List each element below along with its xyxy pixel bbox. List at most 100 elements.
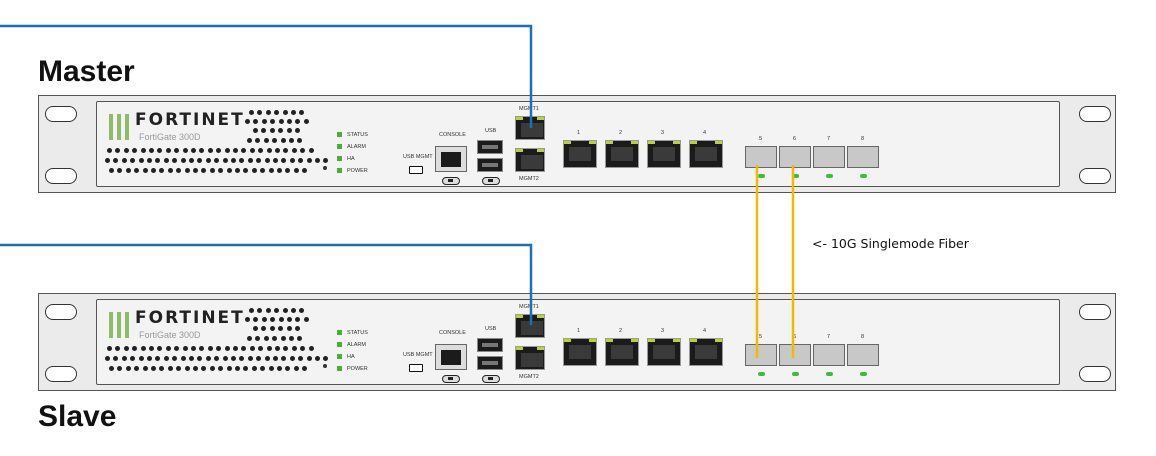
sfp-link-led-icon bbox=[758, 174, 765, 178]
master-firewall: FORTINET FortiGate 300D STATUS ALARM HA … bbox=[38, 95, 1116, 193]
sfp-port[interactable] bbox=[779, 344, 811, 366]
usb-switch bbox=[482, 177, 500, 185]
usb-port[interactable] bbox=[477, 356, 503, 370]
sfp-port[interactable] bbox=[813, 344, 845, 366]
led-ha: HA bbox=[337, 156, 355, 162]
mgmt1-label: MGMT1 bbox=[519, 304, 539, 310]
port-label: 5 bbox=[759, 136, 763, 142]
port-label: 4 bbox=[703, 328, 707, 334]
sfp-port[interactable] bbox=[813, 146, 845, 168]
sfp-link-led-icon bbox=[792, 372, 799, 376]
console-label: CONSOLE bbox=[439, 132, 466, 138]
led-status: STATUS bbox=[337, 132, 368, 138]
port-label: 2 bbox=[619, 130, 623, 136]
usb-label: USB bbox=[485, 326, 497, 332]
rack-hole bbox=[1079, 366, 1111, 382]
mgmt2-port[interactable] bbox=[515, 148, 545, 172]
slave-firewall: FORTINET FortiGate 300D STATUS ALARM HA … bbox=[38, 293, 1116, 391]
sfp-port[interactable] bbox=[745, 344, 777, 366]
led-ha: HA bbox=[337, 354, 355, 360]
master-label: Master bbox=[38, 55, 135, 88]
status-led-icon bbox=[337, 132, 342, 138]
port-label: 7 bbox=[827, 334, 831, 340]
rj45-port[interactable] bbox=[647, 338, 681, 366]
usb-label: USB bbox=[485, 128, 497, 134]
mgmt2-label: MGMT2 bbox=[519, 176, 539, 182]
mgmt1-label: MGMT1 bbox=[519, 106, 539, 112]
master-chassis: FORTINET FortiGate 300D STATUS ALARM HA … bbox=[96, 101, 1060, 187]
usb-port[interactable] bbox=[477, 140, 503, 154]
fortinet-logo-icon bbox=[109, 114, 133, 145]
sfp-link-led-icon bbox=[826, 372, 833, 376]
fortinet-logo-icon bbox=[109, 312, 133, 343]
mgmt2-label: MGMT2 bbox=[519, 374, 539, 380]
rack-hole bbox=[1079, 168, 1111, 184]
ha-led-icon bbox=[337, 156, 342, 162]
rj45-port[interactable] bbox=[689, 140, 723, 168]
port-label: 2 bbox=[619, 328, 623, 334]
power-led-icon bbox=[337, 366, 342, 372]
slave-mgmt-cable bbox=[0, 243, 533, 325]
reset-pinhole-icon bbox=[323, 166, 327, 170]
led-power: POWER bbox=[337, 366, 368, 372]
sfp-link-led-icon bbox=[860, 174, 867, 178]
led-status: STATUS bbox=[337, 330, 368, 336]
led-alarm: ALARM bbox=[337, 144, 366, 150]
sfp-port[interactable] bbox=[847, 344, 879, 366]
rack-hole bbox=[45, 304, 77, 320]
sfp-link-led-icon bbox=[758, 372, 765, 376]
master-mgmt-cable bbox=[0, 24, 533, 128]
usb-port[interactable] bbox=[477, 338, 503, 352]
led-alarm: ALARM bbox=[337, 342, 366, 348]
brand-logo: FORTINET bbox=[135, 110, 245, 130]
usb-port[interactable] bbox=[477, 158, 503, 172]
brand-logo: FORTINET bbox=[135, 308, 245, 328]
sfp-port[interactable] bbox=[847, 146, 879, 168]
rj45-port[interactable] bbox=[605, 140, 639, 168]
rj45-port[interactable] bbox=[689, 338, 723, 366]
sfp-link-led-icon bbox=[860, 372, 867, 376]
rj45-port[interactable] bbox=[563, 338, 597, 366]
mgmt2-port[interactable] bbox=[515, 346, 545, 370]
sfp-port[interactable] bbox=[745, 146, 777, 168]
port-label: 6 bbox=[793, 136, 797, 142]
usb-mgmt-label: USB MGMT bbox=[403, 154, 433, 160]
led-power: POWER bbox=[337, 168, 368, 174]
port-label: 6 bbox=[793, 334, 797, 340]
rj45-port[interactable] bbox=[647, 140, 681, 168]
rack-hole bbox=[45, 106, 77, 122]
fiber-annotation: <- 10G Singlemode Fiber bbox=[812, 236, 969, 251]
slave-chassis: FORTINET FortiGate 300D STATUS ALARM HA … bbox=[96, 299, 1060, 385]
alarm-led-icon bbox=[337, 342, 342, 348]
usb-mgmt-port[interactable] bbox=[409, 166, 423, 174]
alarm-led-icon bbox=[337, 144, 342, 150]
rack-hole bbox=[1079, 106, 1111, 122]
port-label: 7 bbox=[827, 136, 831, 142]
reset-pinhole-icon bbox=[323, 364, 327, 368]
model-name: FortiGate 300D bbox=[139, 132, 201, 142]
model-name: FortiGate 300D bbox=[139, 330, 201, 340]
usb-mgmt-label: USB MGMT bbox=[403, 352, 433, 358]
console-port[interactable] bbox=[435, 344, 467, 370]
ha-led-icon bbox=[337, 354, 342, 360]
console-switch bbox=[442, 375, 460, 383]
slave-label: Slave bbox=[38, 400, 117, 433]
usb-mgmt-port[interactable] bbox=[409, 364, 423, 372]
port-label: 3 bbox=[661, 328, 665, 334]
sfp-port[interactable] bbox=[779, 146, 811, 168]
port-label: 5 bbox=[759, 334, 763, 340]
port-label: 3 bbox=[661, 130, 665, 136]
port-label: 1 bbox=[577, 328, 581, 334]
port-label: 1 bbox=[577, 130, 581, 136]
port-label: 4 bbox=[703, 130, 707, 136]
rj45-port[interactable] bbox=[563, 140, 597, 168]
rack-hole bbox=[45, 366, 77, 382]
rack-hole bbox=[1079, 304, 1111, 320]
sfp-link-led-icon bbox=[826, 174, 833, 178]
console-port[interactable] bbox=[435, 146, 467, 172]
status-led-icon bbox=[337, 330, 342, 336]
rack-hole bbox=[45, 168, 77, 184]
console-label: CONSOLE bbox=[439, 330, 466, 336]
rj45-port[interactable] bbox=[605, 338, 639, 366]
